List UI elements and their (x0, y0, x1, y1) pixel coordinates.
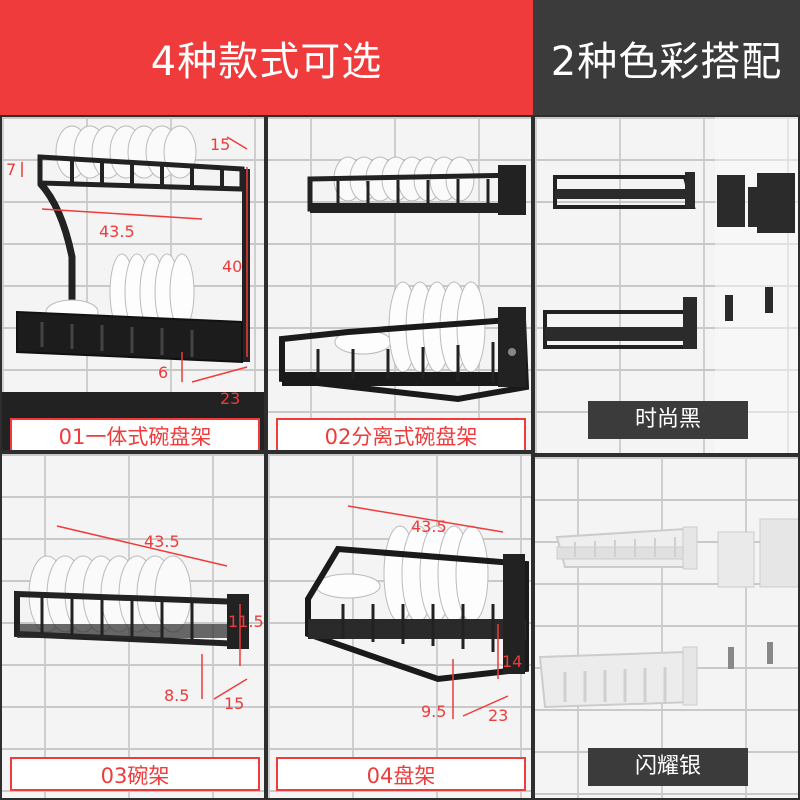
styles-header-text: 4种款式可选 (150, 38, 383, 85)
product-02-panel: 02分离式碗盘架 (266, 115, 533, 452)
product-04-label: 04盘架 (276, 757, 526, 791)
product-03-label: 03碗架 (10, 757, 260, 791)
dim-depth: 23 (488, 706, 509, 725)
color-black-label: 时尚黑 (588, 401, 748, 439)
dim-base: 8.5 (164, 686, 190, 705)
color-black-panel: 时尚黑 (533, 115, 800, 455)
separated-rack-illustration (279, 156, 530, 403)
black-rack-illustration (543, 117, 798, 453)
product-02-label: 02分离式碗盘架 (276, 418, 526, 450)
dim-base: 9.5 (421, 702, 447, 721)
color-silver-panel: 闪耀银 (533, 455, 800, 800)
dim-depth-top: 15 (210, 135, 231, 154)
color-silver-label: 闪耀银 (588, 748, 748, 786)
dim-width: 43.5 (144, 532, 180, 551)
product-04-panel: 43.5 14 9.5 23 04盘架 (266, 452, 533, 800)
bowl-rack-illustration (14, 525, 249, 700)
product-03-panel: 43.5 11.5 8.5 15 03碗架 (0, 452, 266, 800)
dim-depth: 15 (224, 694, 245, 713)
dim-height: 11.5 (228, 612, 264, 631)
dim-height-top: 7 (6, 160, 17, 179)
dim-depth: 23 (220, 389, 241, 408)
plate-rack-illustration (305, 505, 529, 719)
product-01-label: 01一体式碗盘架 (10, 418, 260, 450)
silver-rack-illustration (538, 518, 798, 709)
dim-total-height: 40 (222, 257, 243, 276)
dim-width: 43.5 (99, 222, 135, 241)
styles-header: 4种款式可选 (0, 0, 533, 115)
colors-header: 2种色彩搭配 (533, 0, 800, 115)
two-tier-rack-illustration (2, 125, 264, 450)
dim-tray-height: 6 (158, 363, 169, 382)
colors-header-text: 2种色彩搭配 (550, 38, 783, 85)
dim-width: 43.5 (411, 517, 447, 536)
dim-height: 14 (502, 652, 523, 671)
product-01-panel: 15 7 43.5 40 6 23 01一体式碗盘架 (0, 115, 266, 452)
